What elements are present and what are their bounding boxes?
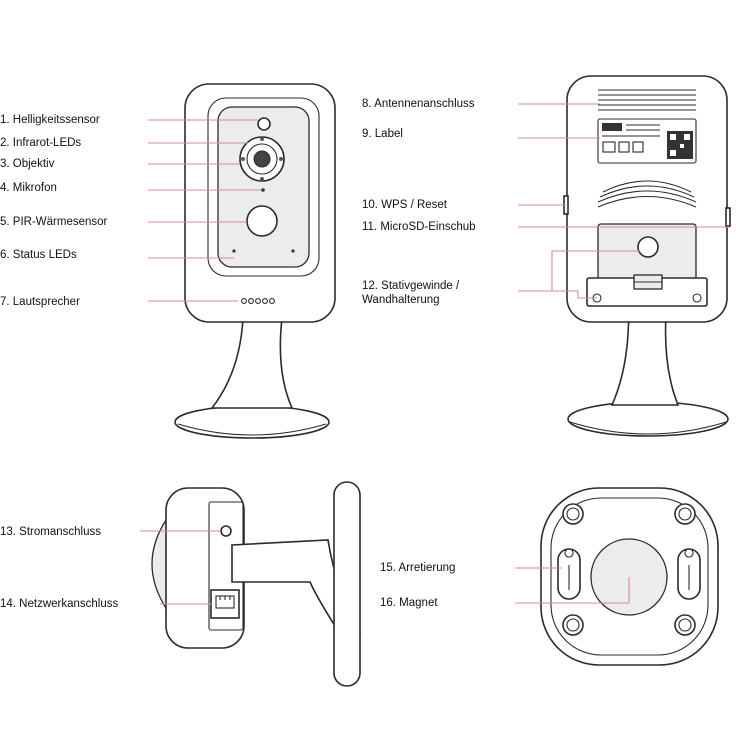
bottom-base-inner (550, 497, 709, 656)
side-base (333, 481, 361, 687)
front-view (174, 83, 336, 439)
front-face-panel (207, 97, 320, 277)
label-status-leds: 6. Status LEDs (0, 249, 77, 261)
ir-led-icon (260, 177, 264, 181)
label-tripod-thread: 12. Stativgewinde / Wandhalterung (362, 280, 460, 306)
ir-led-icon (241, 157, 245, 161)
leader-lines (140, 103, 730, 605)
label-brightness-sensor: 1. Helligkeitssensor (0, 114, 100, 126)
tripod-thread-icon (637, 236, 659, 258)
label-wps-reset: 10. WPS / Reset (362, 199, 448, 211)
label-microphone: 4. Mikrofon (0, 182, 57, 194)
microsd-slot (725, 207, 731, 227)
back-view (563, 75, 731, 437)
status-led-icon (291, 249, 295, 253)
foot-icon (562, 614, 584, 636)
leader-line-12b (552, 290, 597, 299)
pir-sensor-icon (246, 205, 278, 237)
front-base-rim (177, 423, 327, 436)
ethernet-port-icon (210, 589, 240, 619)
label-speaker: 7. Lautsprecher (0, 296, 80, 308)
status-led-icon (232, 249, 236, 253)
fc-mark-icon (602, 141, 616, 153)
power-port-icon (220, 525, 232, 537)
vent-grille (597, 180, 697, 208)
ir-led-icon (260, 137, 264, 141)
antenna-grille (598, 89, 696, 111)
lens-ring (246, 143, 278, 175)
ce-mark-icon (618, 141, 630, 153)
speaker-icon (241, 298, 275, 304)
label-magnet: 16. Magnet (380, 597, 438, 609)
label-power-port: 13. Stromanschluss (0, 526, 101, 538)
label-microsd-slot: 11. MicroSD-Einschub (362, 221, 476, 233)
ir-led-icon (279, 157, 283, 161)
front-face-glass (217, 106, 310, 268)
label-lens: 3. Objektiv (0, 158, 55, 170)
foot-icon (562, 503, 584, 525)
label-plate (597, 118, 697, 164)
label-lock: 15. Arretierung (380, 562, 456, 574)
label-infrared-leds: 2. Infrarot-LEDs (0, 137, 82, 149)
foot-icon (674, 503, 696, 525)
front-stand-neck (210, 317, 294, 409)
front-base (174, 405, 330, 439)
back-base-rim (569, 421, 727, 435)
brightness-sensor-icon (257, 117, 271, 131)
label-antenna-connector: 8. Antennenanschluss (362, 98, 475, 110)
weee-bin-icon (632, 141, 644, 153)
back-base (567, 401, 729, 437)
bottom-view (540, 487, 719, 666)
label-pir-sensor: 5. PIR-Wärmesensor (0, 216, 108, 228)
brand-logo-icon (602, 123, 622, 131)
qr-code-icon (667, 131, 693, 159)
foot-icon (674, 614, 696, 636)
screw-icon (692, 293, 702, 303)
label-label: 9. Label (362, 128, 403, 140)
lens-icon (253, 150, 271, 168)
microphone-icon (261, 188, 265, 192)
leader-line-12 (518, 250, 640, 292)
label-network-port: 14. Netzwerkanschluss (0, 598, 119, 610)
side-view (151, 481, 362, 687)
